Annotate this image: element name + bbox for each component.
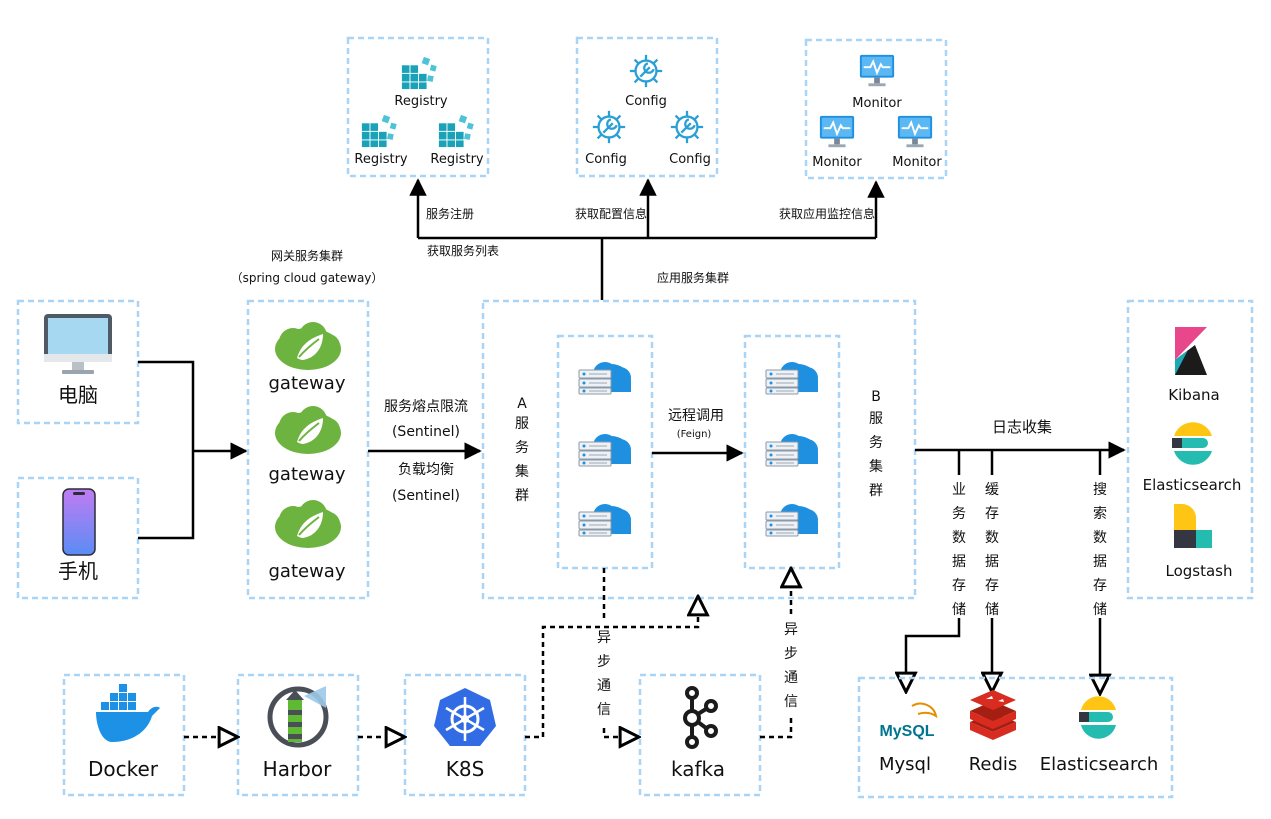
registry-label: Registry [430, 152, 484, 167]
spring-leaf-icon [274, 500, 342, 549]
cloud-server-icon [578, 433, 632, 467]
gateway-label: gateway [268, 373, 346, 394]
app-cluster-box [481, 299, 917, 600]
a-cluster-letter: A [517, 396, 527, 412]
config-gear-icon [669, 109, 705, 145]
service-register-label: 服务注册 [426, 207, 475, 221]
monitor-label: Monitor [892, 155, 942, 170]
phone-label: 手机 [58, 559, 98, 583]
desktop-computer-icon [44, 314, 112, 374]
storage-box [857, 676, 1174, 799]
registry-label: Registry [354, 152, 408, 167]
spring-leaf-icon [274, 322, 342, 371]
b-cluster-label: 服务集群 [869, 411, 883, 499]
registry-group-box [346, 36, 490, 178]
cloud-server-icon [578, 503, 632, 537]
fetch-service-list-label: 获取服务列表 [427, 244, 500, 258]
kafka-icon [683, 686, 718, 749]
cloud-server-icon [765, 433, 819, 467]
config-group-box [575, 36, 719, 178]
client-connectors [138, 360, 248, 540]
gateway-label: gateway [268, 561, 346, 582]
docker-label: Docker [87, 757, 159, 781]
gateway-label: gateway [268, 464, 346, 485]
a-cluster-label: 服务集群 [515, 416, 529, 504]
app-cluster-title: 应用服务集群 [656, 271, 730, 285]
elasticsearch-label: Elasticsearch [1142, 476, 1242, 494]
spring-leaf-icon [274, 406, 342, 455]
mysql-logo-icon [911, 702, 938, 719]
top-connectors [409, 178, 885, 300]
business-storage-label: 业务数据存储 [952, 482, 966, 618]
monitor-icon [896, 114, 934, 149]
storage-connectors [906, 450, 1100, 692]
kibana-label: Kibana [1168, 386, 1220, 404]
config-label: Config [669, 152, 711, 167]
async-comm-label: 异步通信 [597, 630, 611, 718]
sentinel-label: (Sentinel) [391, 488, 461, 504]
config-label: Config [585, 152, 627, 167]
redis-icon [970, 690, 1016, 740]
remote-call-label: 远程调用 [668, 408, 724, 424]
kibana-icon [1175, 327, 1207, 375]
redis-label: Redis [968, 754, 1018, 775]
logstash-icon [1174, 504, 1212, 548]
monitor-group-box [804, 38, 948, 180]
cloud-server-icon [578, 361, 632, 395]
harbor-label: Harbor [262, 757, 332, 781]
registry-icon [361, 114, 397, 148]
dashed-flows [184, 568, 791, 737]
mysql-label: Mysql [879, 754, 931, 775]
log-collect-label: 日志收集 [991, 418, 1053, 436]
fetch-monitor-label: 获取应用监控信息 [779, 207, 876, 221]
gateway-cluster-box [246, 299, 370, 600]
load-balance-label: 负载均衡 [398, 462, 454, 478]
docker-box [62, 673, 186, 797]
monitor-icon [818, 114, 856, 149]
cloud-server-icon [765, 361, 819, 395]
elk-box [1126, 299, 1254, 600]
docker-whale-icon [96, 684, 160, 742]
cloud-server-icon [765, 503, 819, 537]
feign-label: (Feign) [676, 429, 712, 440]
cache-storage-label: 缓存数据存储 [985, 482, 999, 618]
registry-icon [438, 114, 474, 148]
monitor-label: Monitor [852, 96, 902, 111]
circuit-breaker-label: 服务熔点限流 [384, 399, 468, 415]
mysql-logo-text: MySQL [879, 723, 935, 740]
pc-label: 电脑 [58, 383, 98, 407]
harbor-lighthouse-icon [267, 686, 329, 748]
registry-label: Registry [394, 94, 448, 109]
config-gear-icon [591, 109, 627, 145]
k8s-label: K8S [445, 757, 485, 781]
registry-icon [401, 56, 437, 90]
search-storage-label: 搜索数据存储 [1093, 482, 1107, 618]
logstash-label: Logstash [1165, 562, 1233, 580]
config-label: Config [625, 94, 667, 109]
elasticsearch-icon [1172, 422, 1212, 465]
kafka-label: kafka [670, 757, 726, 781]
monitor-icon [858, 53, 896, 88]
fetch-config-label: 获取配置信息 [575, 207, 648, 221]
elasticsearch-storage-label: Elasticsearch [1039, 754, 1159, 775]
gateway-cluster-subtitle: （spring cloud gateway） [230, 271, 384, 285]
sentinel-label: (Sentinel) [391, 424, 461, 440]
monitor-label: Monitor [812, 155, 862, 170]
mobile-phone-icon [62, 488, 96, 556]
elasticsearch-storage-icon [1079, 696, 1116, 739]
config-gear-icon [628, 53, 664, 89]
kubernetes-icon [434, 688, 496, 746]
async-comm-label: 异步通信 [784, 622, 798, 710]
b-cluster-letter: B [871, 389, 881, 405]
gateway-cluster-title: 网关服务集群 [270, 249, 344, 263]
